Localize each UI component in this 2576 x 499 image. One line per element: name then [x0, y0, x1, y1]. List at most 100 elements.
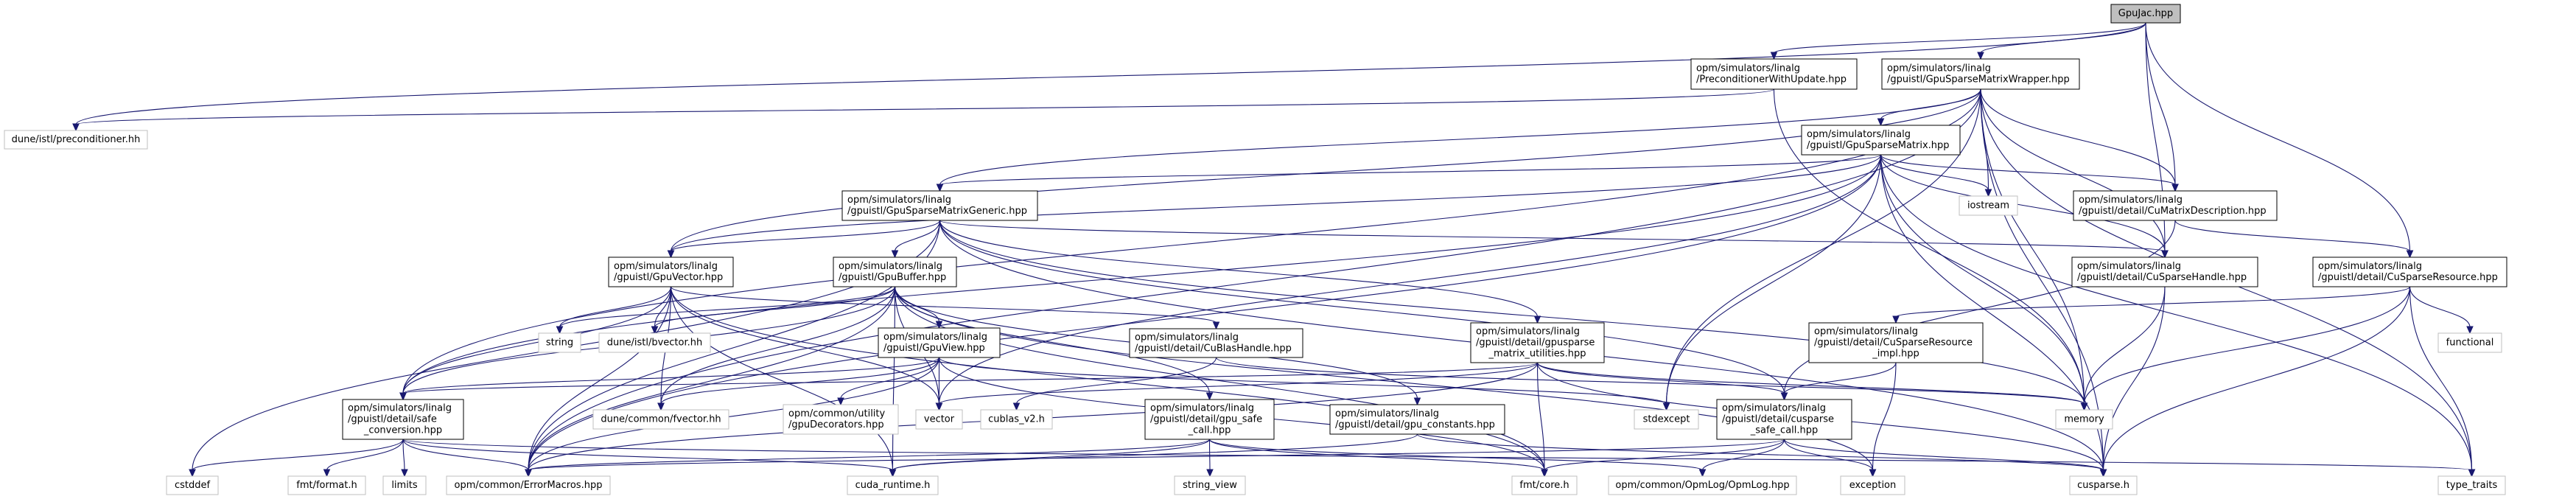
node-label: opm/simulators/linalg: [839, 261, 942, 272]
node-gpujac[interactable]: GpuJac.hpp: [2110, 4, 2181, 24]
arrowhead-icon: [1533, 315, 1541, 324]
node-label: /gpuistl/detail/gpusparse: [1476, 338, 1595, 349]
node-label: functional: [2446, 338, 2494, 349]
node-label: _conversion.hpp: [363, 425, 442, 436]
node-label: /gpuistl/GpuBuffer.hpp: [839, 272, 946, 283]
node-cumatdesc[interactable]: opm/simulators/linalg/gpuistl/detail/CuM…: [2073, 190, 2278, 221]
node-box: [382, 475, 427, 495]
node-gpu-safe-call[interactable]: opm/simulators/linalg/gpuistl/detail/gpu…: [1144, 399, 1275, 440]
node-memory[interactable]: memory: [2055, 409, 2113, 430]
node-gpudecorators[interactable]: opm/common/utility/gpuDecorators.hpp: [783, 404, 899, 435]
edge-cumatdesc-to-cusparseresource: [2174, 220, 2414, 259]
arrowhead-icon: [1877, 118, 1885, 127]
node-label: exception: [1849, 480, 1897, 491]
node-box: [446, 475, 611, 495]
node-box: [1716, 399, 1852, 440]
node-limits[interactable]: limits: [382, 475, 427, 495]
node-safe-conversion[interactable]: opm/simulators/linalg/gpuistl/detail/saf…: [342, 399, 464, 440]
edge-gpujac-to-wrapper: [1977, 22, 2146, 60]
node-label: cstddef: [175, 480, 211, 491]
node-label: /gpuistl/GpuVector.hpp: [614, 272, 723, 283]
edge-gpujac-to-cusparsehandle: [2145, 22, 2169, 259]
node-bvector[interactable]: dune/istl/bvector.hh: [598, 332, 711, 353]
node-box: [1840, 475, 1905, 495]
node-vector[interactable]: vector: [915, 409, 963, 430]
edge-generic-to-gpusparse_utils: [939, 220, 1541, 324]
node-box: [1144, 399, 1275, 440]
node-label: opm/simulators/linalg: [1476, 327, 1580, 338]
node-label: GpuJac.hpp: [2118, 8, 2173, 19]
node-errormacros[interactable]: opm/common/ErrorMacros.hpp: [446, 475, 611, 495]
node-gpuvector[interactable]: opm/simulators/linalg/gpuistl/GpuVector.…: [608, 257, 734, 287]
node-generic[interactable]: opm/simulators/linalg/gpuistl/GpuSparseM…: [841, 190, 1038, 221]
node-cstddef[interactable]: cstddef: [166, 475, 219, 495]
node-label: _call.hpp: [1188, 425, 1231, 436]
edge-gpuview-to-stdexcept: [938, 357, 1670, 411]
node-cusparseresource[interactable]: opm/simulators/linalg/gpuistl/detail/CuS…: [2312, 257, 2507, 287]
node-box: [1174, 475, 1246, 495]
node-cusparse-safe-call[interactable]: opm/simulators/linalg/gpuistl/detail/cus…: [1716, 399, 1852, 440]
node-box: [1608, 475, 1797, 495]
node-exception[interactable]: exception: [1840, 475, 1905, 495]
node-label: memory: [2064, 414, 2104, 425]
edge-cusparsehandle-to-cusparse_h: [2099, 286, 2166, 478]
node-fmt-format[interactable]: fmt/format.h: [287, 475, 366, 495]
node-type-traits[interactable]: type_traits: [2437, 475, 2506, 495]
node-cusparse-h[interactable]: cusparse.h: [2069, 475, 2138, 495]
node-label: type_traits: [2446, 480, 2498, 491]
node-cuda-runtime[interactable]: cuda_runtime.h: [847, 475, 939, 495]
arrowhead-icon: [399, 392, 407, 401]
node-stdexcept[interactable]: stdexcept: [1634, 409, 1699, 430]
node-cublas[interactable]: cublas_v2.h: [980, 409, 1053, 430]
arrowhead-icon: [2406, 250, 2414, 259]
arrowhead-icon: [1413, 397, 1421, 406]
node-precond-update[interactable]: opm/simulators/linalg/PreconditionerWith…: [1690, 58, 1858, 90]
node-functional[interactable]: functional: [2437, 332, 2502, 353]
node-opmlog[interactable]: opm/common/OpmLog/OpmLog.hpp: [1608, 475, 1797, 495]
edge-gpusparsematrix-to-iostream: [1880, 154, 1992, 198]
arrowhead-icon: [651, 326, 659, 335]
node-label: cusparse.h: [2077, 480, 2129, 491]
arrowhead-icon: [2468, 469, 2476, 478]
node-wrapper[interactable]: opm/simulators/linalg/gpuistl/GpuSparseM…: [1881, 58, 2080, 90]
node-box: [598, 332, 711, 353]
edge-gpu_safe_call-to-opmlog: [1208, 439, 1707, 478]
arrowhead-icon: [1205, 392, 1214, 401]
node-gpubuffer[interactable]: opm/simulators/linalg/gpuistl/GpuBuffer.…: [833, 257, 957, 287]
node-string-view[interactable]: string_view: [1174, 475, 1246, 495]
node-label: opm/simulators/linalg: [1887, 63, 1991, 74]
node-iostream[interactable]: iostream: [1959, 195, 2018, 216]
arrowhead-icon: [1984, 189, 1992, 198]
node-dune-precond[interactable]: dune/istl/preconditioner.hh: [4, 130, 148, 150]
node-cublashandle[interactable]: opm/simulators/linalg/gpuistl/detail/CuB…: [1129, 328, 1303, 358]
node-gpuview[interactable]: opm/simulators/linalg/gpuistl/GpuView.hp…: [878, 327, 1001, 358]
edge-safe_conversion-to-limits: [401, 439, 408, 478]
edge-generic-to-cusparsehandle: [939, 220, 2169, 259]
node-label: opm/simulators/linalg: [1335, 408, 1439, 419]
arrowhead-icon: [1869, 469, 1877, 478]
node-gpusparsematrix[interactable]: opm/simulators/linalg/gpuistl/GpuSparseM…: [1801, 125, 1961, 156]
node-label: fmt/core.h: [1519, 480, 1569, 491]
node-label: iostream: [1967, 200, 2009, 212]
node-label: vector: [924, 414, 955, 425]
edge-gpu_safe_call-to-string_view: [1206, 439, 1214, 478]
edge-wrapper-to-iostream: [1980, 88, 1992, 198]
node-label: /gpuistl/GpuSparseMatrixGeneric.hpp: [847, 206, 1027, 217]
node-fvector[interactable]: dune/common/fvector.hh: [592, 409, 729, 430]
node-label: fmt/format.h: [296, 480, 357, 491]
node-cusparsehandle[interactable]: opm/simulators/linalg/gpuistl/detail/CuS…: [2071, 257, 2258, 287]
node-box: [2437, 332, 2502, 353]
node-box: [1511, 475, 1578, 495]
node-gpusparse-utils[interactable]: opm/simulators/linalg/gpuistl/detail/gpu…: [1470, 322, 1605, 363]
node-box: [2073, 190, 2278, 221]
edge-generic-to-gpubuffer: [891, 220, 941, 259]
node-label: dune/istl/preconditioner.hh: [12, 134, 141, 145]
node-gpu-constants[interactable]: opm/simulators/linalg/gpuistl/detail/gpu…: [1329, 404, 1505, 435]
arrowhead-icon: [936, 184, 944, 192]
arrowhead-icon: [2161, 250, 2169, 259]
node-fmt-core[interactable]: fmt/core.h: [1511, 475, 1578, 495]
edge-safe_conversion-to-fmt_format: [323, 439, 404, 478]
node-cusparseresource-impl[interactable]: opm/simulators/linalg/gpuistl/detail/CuS…: [1808, 322, 1984, 363]
node-string[interactable]: string: [538, 332, 581, 353]
node-box: [878, 327, 1001, 358]
